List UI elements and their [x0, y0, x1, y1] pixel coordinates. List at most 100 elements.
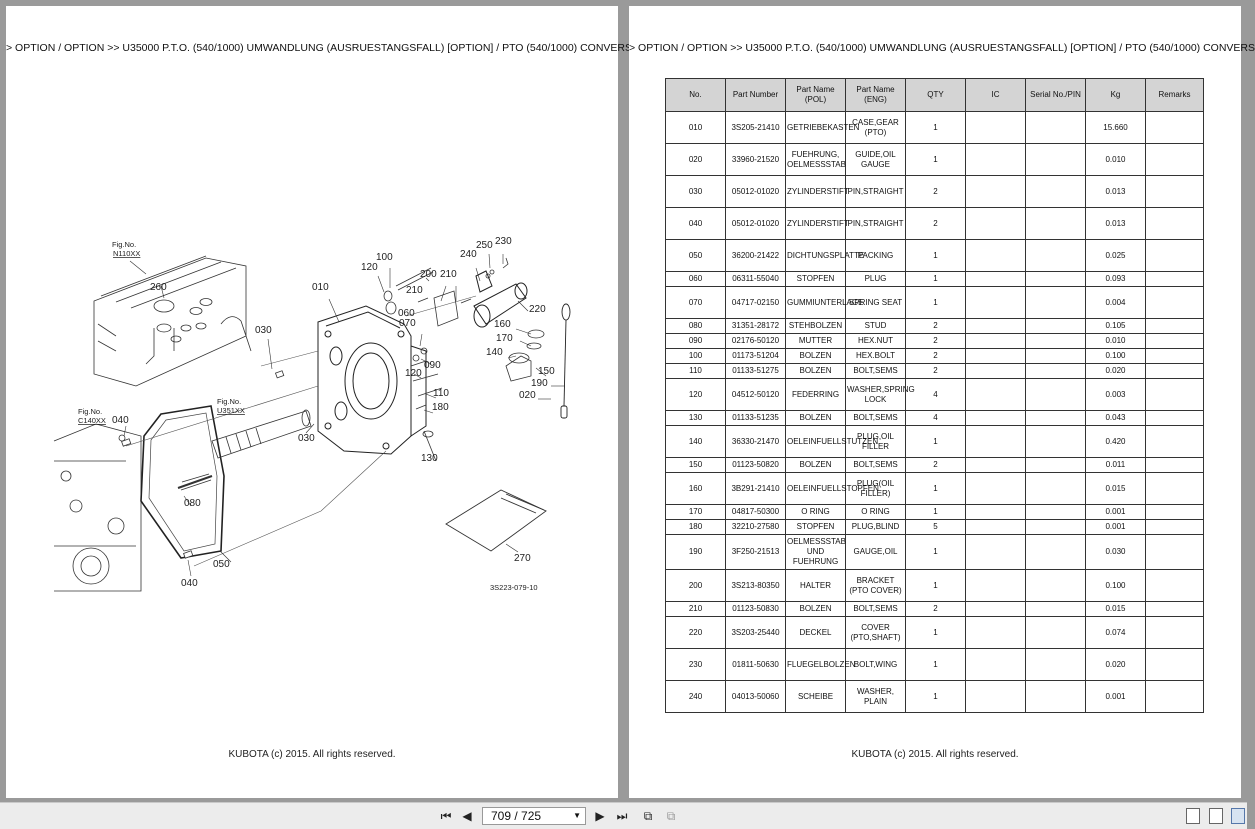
cell-qty: 1	[905, 569, 966, 602]
cell-qty: 5	[905, 519, 966, 535]
cell-part-name-eng: BOLT,WING	[845, 648, 906, 681]
fit-width-icon[interactable]: ⧉	[666, 808, 676, 823]
cell-no: 140	[665, 425, 726, 458]
cell-no: 210	[665, 601, 726, 617]
cell-qty: 2	[905, 348, 966, 364]
cell-ic	[965, 378, 1026, 411]
callout-240: 240	[460, 249, 477, 260]
cell-kg: 0.020	[1085, 363, 1146, 379]
cell-part-number: 01173-51204	[725, 348, 786, 364]
callout-160: 160	[494, 319, 511, 330]
breadcrumb: > OPTION / OPTION >> U35000 P.T.O. (540/…	[629, 42, 1255, 54]
callout-120-top: 120	[361, 262, 378, 273]
callout-220: 220	[529, 304, 546, 315]
callout-080: 080	[184, 498, 201, 509]
exploded-parts-diagram: Fig.No. N110XX Fig.No. C140XX Fig.No. U3…	[53, 236, 571, 592]
next-page-icon[interactable]: ▶	[595, 809, 605, 823]
cell-kg: 0.015	[1085, 472, 1146, 505]
callout-260: 260	[150, 282, 167, 293]
previous-page-icon[interactable]: ◀	[462, 809, 472, 823]
cell-part-name-pol: FEDERRING	[785, 378, 846, 411]
callout-210-mid: 210	[406, 285, 423, 296]
cell-ic	[965, 175, 1026, 208]
callout-070: 070	[399, 318, 416, 329]
cell-remarks	[1145, 286, 1204, 319]
cell-no: 010	[665, 111, 726, 144]
cell-remarks	[1145, 318, 1204, 334]
cell-remarks	[1145, 239, 1204, 272]
left-page: > OPTION / OPTION >> U35000 P.T.O. (540/…	[6, 6, 632, 798]
cell-kg: 0.025	[1085, 239, 1146, 272]
cell-serial	[1025, 363, 1086, 379]
cell-part-name-pol: BOLZEN	[785, 410, 846, 426]
cell-part-name-pol: STEHBOLZEN	[785, 318, 846, 334]
cell-part-name-pol: DECKEL	[785, 616, 846, 649]
cell-ic	[965, 333, 1026, 349]
cell-part-number: 01133-51235	[725, 410, 786, 426]
cell-part-number: 05012-01020	[725, 207, 786, 240]
callout-120-mid: 120	[405, 368, 422, 379]
cell-ic	[965, 504, 1026, 520]
cell-remarks	[1145, 333, 1204, 349]
cell-no: 130	[665, 410, 726, 426]
cell-part-number: 31351-28172	[725, 318, 786, 334]
cell-part-name-pol: OELMESSSTAB UND FUEHRUNG	[785, 534, 846, 570]
fig-ref-n110xx-label: Fig.No.	[112, 240, 136, 249]
callout-150: 150	[538, 366, 555, 377]
cell-kg: 0.003	[1085, 378, 1146, 411]
cell-part-name-pol: OELEINFUELLSTUTZEN	[785, 425, 878, 458]
cell-part-number: 02176-50120	[725, 333, 786, 349]
copyright-notice: KUBOTA (c) 2015. All rights reserved.	[851, 749, 1019, 760]
cell-remarks	[1145, 425, 1204, 458]
last-page-icon[interactable]: ⏭	[616, 808, 628, 823]
fit-page-icon[interactable]: ⧉	[643, 808, 653, 823]
cell-remarks	[1145, 457, 1204, 473]
callout-040-top: 040	[112, 415, 129, 426]
callout-090: 090	[424, 360, 441, 371]
continuous-view-icon[interactable]	[1209, 808, 1223, 824]
cell-qty: 2	[905, 333, 966, 349]
cell-part-number: 06311-55040	[725, 271, 786, 287]
cell-no: 200	[665, 569, 726, 602]
cell-part-number: 04717-02150	[725, 286, 786, 319]
cell-ic	[965, 410, 1026, 426]
callout-270: 270	[514, 553, 531, 564]
cell-ic	[965, 457, 1026, 473]
cell-ic	[965, 348, 1026, 364]
cell-part-name-eng: BOLT,SEMS	[845, 363, 906, 379]
cell-kg: 0.004	[1085, 286, 1146, 319]
page-number-select[interactable]: 709 / 725 ▼	[482, 807, 586, 825]
two-page-view-icon[interactable]	[1231, 808, 1245, 824]
chevron-down-icon: ▼	[573, 811, 581, 820]
cell-part-name-eng: HEX.NUT	[845, 333, 906, 349]
cell-part-name-pol: GETRIEBEKASTEN	[785, 111, 859, 144]
cell-qty: 1	[905, 472, 966, 505]
cell-ic	[965, 318, 1026, 334]
cell-part-name-eng: BRACKET (PTO COVER)	[845, 569, 906, 602]
cell-part-name-pol: BOLZEN	[785, 601, 846, 617]
cell-qty: 4	[905, 378, 966, 411]
cell-qty: 2	[905, 175, 966, 208]
cell-part-number: 05012-01020	[725, 175, 786, 208]
first-page-icon[interactable]: ⏮	[440, 808, 452, 823]
cell-part-name-eng: PLUG(OIL FILLER)	[845, 472, 906, 505]
cell-remarks	[1145, 378, 1204, 411]
cell-no: 050	[665, 239, 726, 272]
cell-part-number: 04817-50300	[725, 504, 786, 520]
cell-qty: 1	[905, 648, 966, 681]
single-page-view-icon[interactable]	[1186, 808, 1200, 824]
cell-qty: 4	[905, 410, 966, 426]
cell-part-name-eng: WASHER,SPRING LOCK	[845, 378, 915, 411]
copyright-notice: KUBOTA (c) 2015. All rights reserved.	[228, 749, 396, 760]
cell-part-number: 33960-21520	[725, 143, 786, 176]
cell-serial	[1025, 378, 1086, 411]
cell-qty: 1	[905, 680, 966, 713]
cell-kg: 0.001	[1085, 519, 1146, 535]
